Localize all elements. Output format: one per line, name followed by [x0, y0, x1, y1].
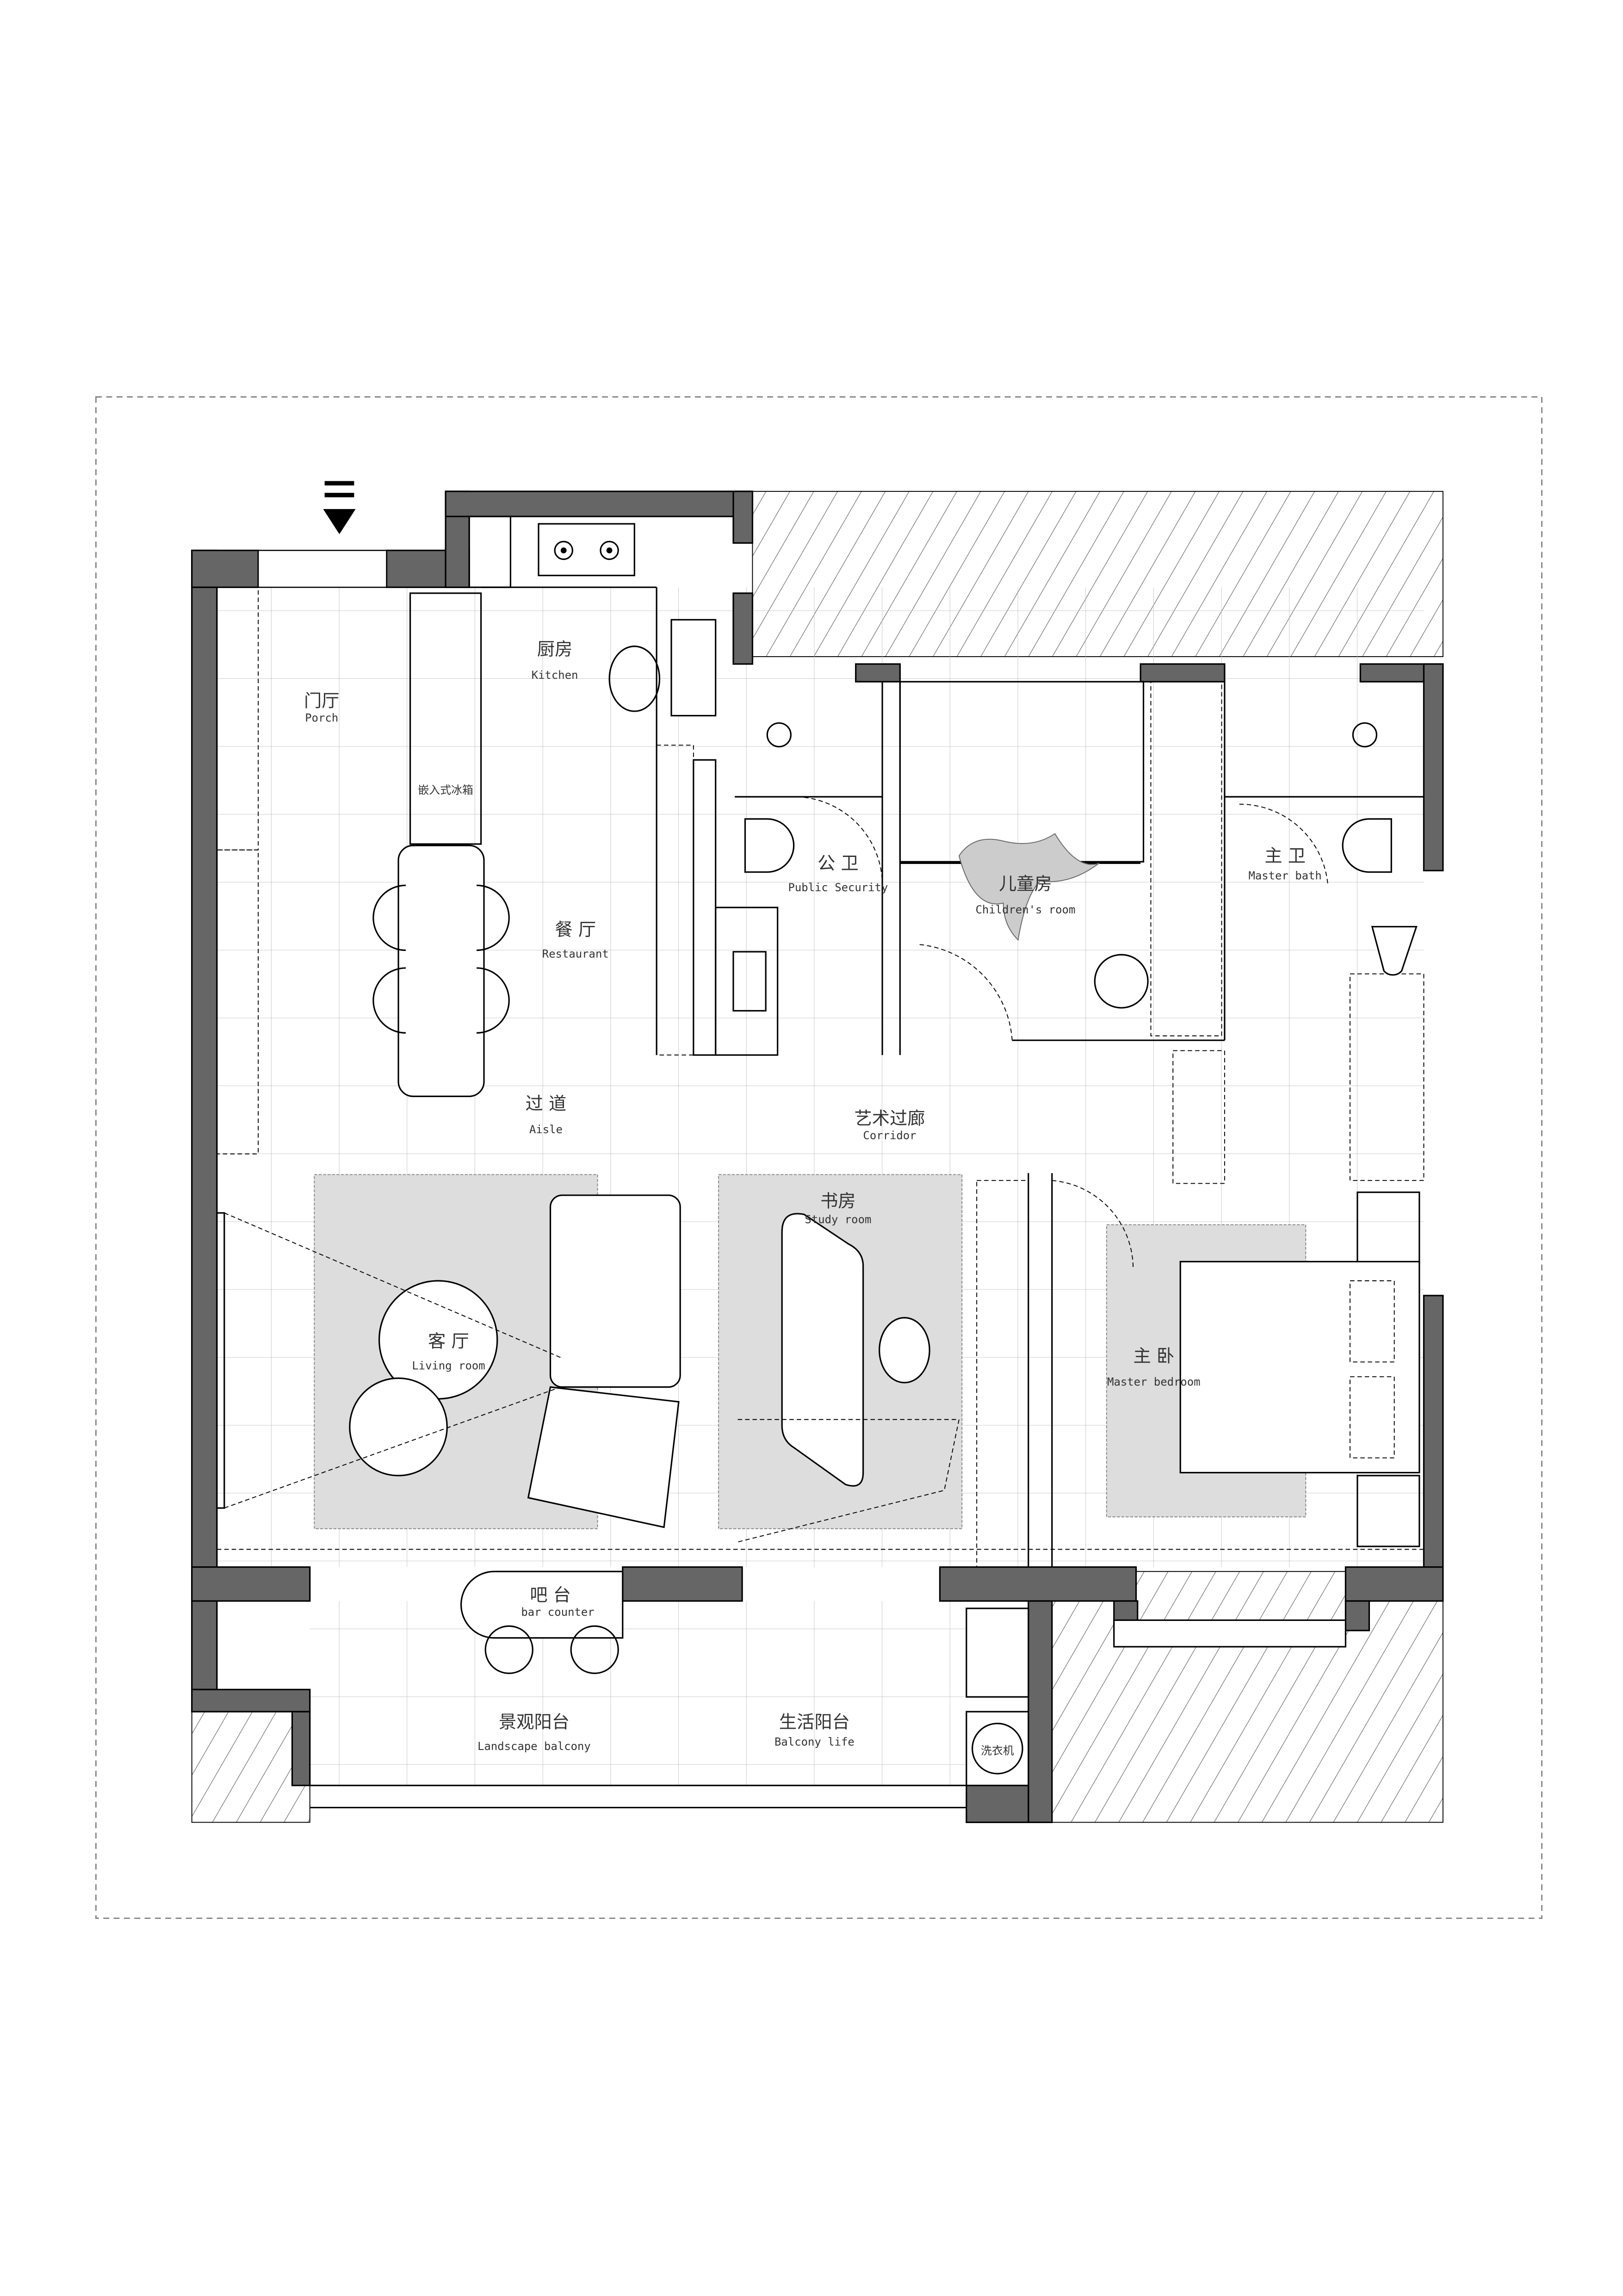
cooktop-icon [538, 523, 635, 577]
sheet-border [95, 396, 1542, 1919]
toilet-icon [744, 818, 795, 873]
svg-text:Master bath: Master bath [1248, 869, 1321, 882]
master-bed [1179, 1260, 1420, 1474]
svg-text:Landscape balcony: Landscape balcony [477, 1740, 591, 1753]
svg-text:Aisle: Aisle [529, 1123, 563, 1136]
dining-table [372, 844, 510, 1097]
svg-text:吧 台: 吧 台 [530, 1585, 571, 1606]
toilet-icon [1342, 818, 1392, 873]
svg-text:书房: 书房 [820, 1191, 856, 1212]
exterior-hatch-bottom-left [191, 1711, 310, 1823]
svg-text:景观阳台: 景观阳台 [499, 1712, 570, 1732]
balcony-rail [310, 1619, 1346, 1809]
entrance-door-opening[interactable] [257, 550, 387, 588]
svg-text:客 厅: 客 厅 [428, 1331, 469, 1352]
balcony-floor-grid [310, 1601, 966, 1786]
svg-text:Restaurant: Restaurant [542, 948, 609, 961]
svg-text:Public Security: Public Security [788, 881, 888, 894]
svg-text:Study room: Study room [805, 1213, 871, 1226]
walls [191, 490, 1444, 1823]
svg-text:艺术过廊: 艺术过廊 [855, 1108, 925, 1129]
study-desk [737, 1213, 960, 1543]
fridge-label: 嵌入式冰箱 [418, 784, 473, 797]
room-label-public-bath: 公 卫 Public Security [788, 853, 888, 894]
svg-text:厨房: 厨房 [537, 639, 572, 660]
children-bed [899, 681, 1149, 1009]
svg-text:Living room: Living room [412, 1359, 485, 1372]
shower-icon [766, 722, 1377, 748]
exterior-hatch-bottom-right [1051, 1571, 1443, 1823]
person-kitchen-icon [608, 645, 661, 712]
svg-text:Kitchen: Kitchen [532, 669, 578, 682]
room-label-master-bath: 主 卫 Master bath [1248, 845, 1321, 882]
svg-text:Porch: Porch [305, 711, 338, 724]
svg-text:bar counter: bar counter [521, 1606, 594, 1619]
entrance-arrow-icon [323, 481, 356, 534]
svg-text:Children's room: Children's room [975, 903, 1075, 916]
room-label-kitchen: 厨房 Kitchen [532, 639, 578, 682]
svg-text:主 卧: 主 卧 [1133, 1346, 1174, 1366]
washbasin-icon [1371, 926, 1418, 976]
washing-machine-icon [966, 1607, 1029, 1787]
room-label-landscape-balcony: 景观阳台 Landscape balcony [477, 1712, 591, 1753]
washer-label: 洗衣机 [981, 1744, 1014, 1757]
room-label-restaurant: 餐 厅 Restaurant [542, 919, 609, 961]
kitchen-sink-icon [670, 619, 717, 717]
room-label-living: 客 厅 Living room [412, 1331, 485, 1372]
svg-text:门厅: 门厅 [304, 691, 340, 712]
svg-text:Corridor: Corridor [863, 1129, 916, 1142]
svg-text:Master bedroom: Master bedroom [1107, 1375, 1201, 1388]
svg-text:Balcony life: Balcony life [774, 1736, 855, 1749]
interior-lines [216, 515, 1425, 1568]
room-label-balcony-life: 生活阳台 Balcony life [774, 1712, 855, 1748]
svg-text:主 卫: 主 卫 [1264, 845, 1306, 866]
svg-text:餐 厅: 餐 厅 [555, 919, 596, 940]
room-label-master-bedroom: 主 卧 Master bedroom [1107, 1346, 1201, 1388]
bar-counter-shape [460, 1570, 624, 1674]
svg-text:公 卫: 公 卫 [818, 853, 859, 874]
room-label-aisle: 过 道 Aisle [526, 1093, 567, 1136]
room-label-children: 儿童房 Children's room [975, 874, 1075, 916]
svg-text:生活阳台: 生活阳台 [779, 1712, 850, 1732]
svg-text:过 道: 过 道 [526, 1093, 567, 1114]
svg-text:儿童房: 儿童房 [999, 874, 1052, 894]
living-furniture [216, 1194, 681, 1528]
